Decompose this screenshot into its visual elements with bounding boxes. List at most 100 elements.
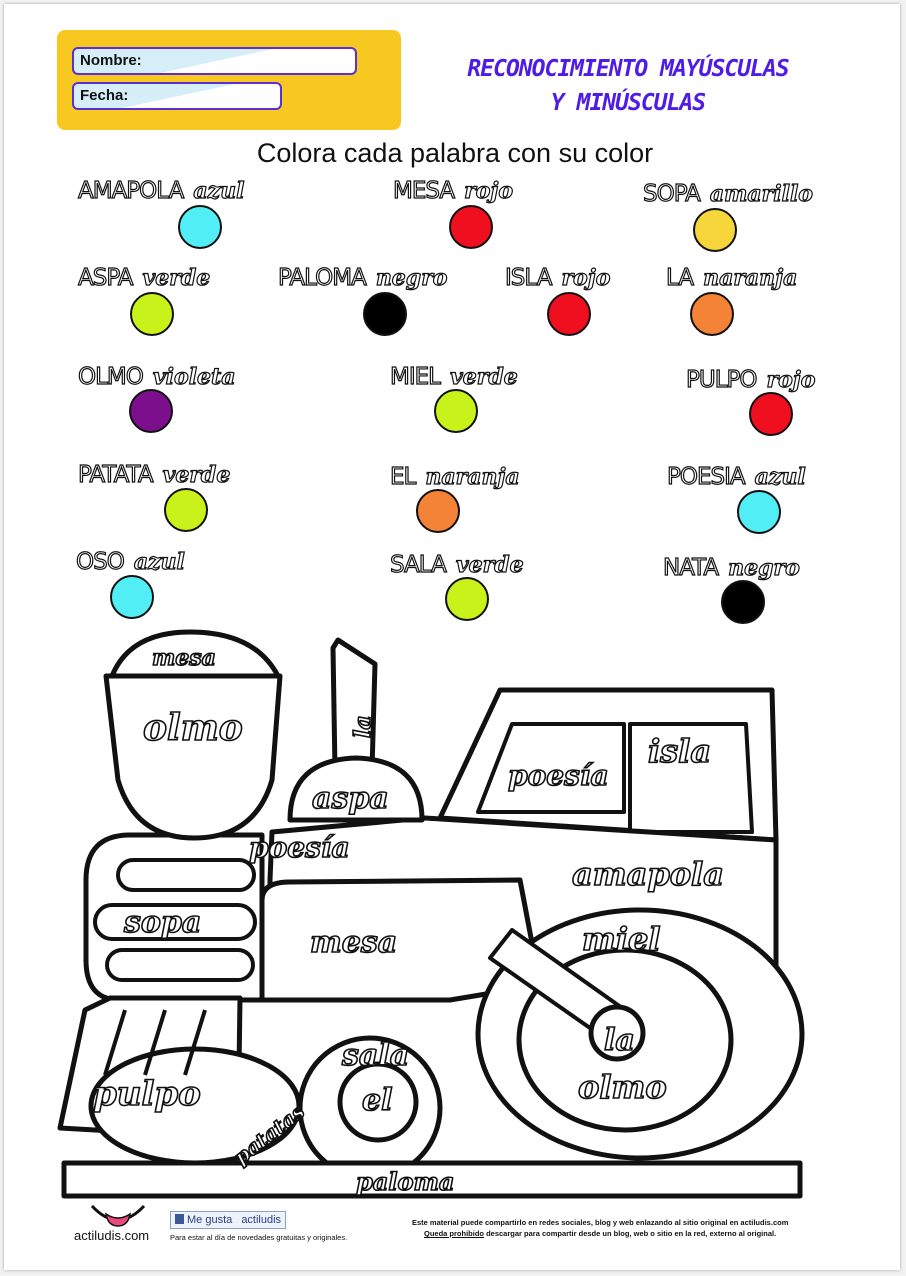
legend-item-olmo: OLMO violeta (77, 363, 236, 390)
slot-region (105, 948, 255, 982)
tractor-word-mesa-body: mesa (310, 925, 397, 960)
legend-color-name: azul (754, 463, 806, 490)
color-dot-verde (434, 389, 478, 433)
legend-item-miel: MIEL verde (389, 363, 518, 390)
legend-color-name: negro (375, 264, 448, 291)
facebook-icon (175, 1214, 184, 1224)
tractor-word-pulpo: pulpo (93, 1074, 201, 1114)
color-dot-rojo (547, 292, 591, 336)
tractor-word-olmo-top: olmo (143, 707, 243, 749)
legend-word: NATA (662, 554, 719, 581)
prohibition-emphasis: Queda prohibido (424, 1229, 484, 1238)
color-dot-naranja (690, 292, 734, 336)
tractor-word-la-chimney: la (350, 715, 376, 738)
chimney-region (330, 637, 378, 773)
tank-cap-region (109, 629, 281, 679)
tank-region (103, 673, 283, 841)
legend-item-patata: PATATA verde (77, 461, 231, 488)
actiludis-logo-icon (90, 1204, 146, 1227)
legend-item-paloma: PALOMA negro (277, 264, 448, 291)
color-dot-violeta (129, 389, 173, 433)
legend-item-nata: NATA negro (662, 554, 801, 581)
legend-color-name: negro (728, 554, 801, 581)
legend-word: MESA (392, 177, 455, 204)
color-dot-rojo (449, 205, 493, 249)
cabin-door-region (628, 722, 754, 834)
legend-word: EL (389, 463, 417, 490)
legend-word: ISLA (504, 264, 553, 291)
name-label: Nombre: (80, 52, 142, 69)
color-dot-verde (164, 488, 208, 532)
mid-hub-region (337, 1061, 419, 1143)
legend-word: PULPO (685, 366, 758, 393)
slot-region (116, 858, 256, 892)
legend-word: MIEL (389, 363, 441, 390)
like-page: actiludis (241, 1214, 282, 1226)
legend-word: PATATA (77, 461, 154, 488)
title-line-2: Y MINÚSCULAS (550, 90, 706, 116)
weight-stripe (183, 1009, 207, 1076)
legend-color-name: naranja (702, 264, 798, 291)
legend-word: SALA (389, 551, 447, 578)
legend-word: ASPA (77, 264, 134, 291)
legend-color-name: verde (455, 551, 524, 578)
page-title: RECONOCIMIENTO MAYÚSCULAS Y MINÚSCULAS (410, 52, 846, 120)
legend-word: PALOMA (277, 264, 367, 291)
weight-stripe (143, 1009, 167, 1076)
tractor-word-miel: miel (582, 920, 661, 958)
color-dot-negro (721, 580, 765, 624)
axle-cap-region (588, 1004, 646, 1062)
color-dot-verde (130, 292, 174, 336)
name-date-box: Nombre: Fecha: (57, 30, 401, 130)
legend-color-name: azul (133, 548, 185, 575)
legend-word: LA (665, 264, 694, 291)
legend-color-name: naranja (425, 463, 521, 490)
color-dot-azul (110, 575, 154, 619)
color-dot-azul (178, 205, 222, 249)
legend-color-name: violeta (152, 363, 236, 390)
prohibition-notice: Queda prohibido descargar para compartir… (424, 1229, 776, 1238)
base-bar-region (61, 1160, 803, 1199)
dome-region (287, 755, 425, 823)
like-label: Me gusta (187, 1214, 233, 1226)
date-label: Fecha: (80, 87, 129, 104)
tractor-word-mesa-top: mesa (152, 645, 216, 671)
color-dot-naranja (416, 489, 460, 533)
legend-color-name: verde (142, 264, 211, 291)
color-dot-rojo (749, 392, 793, 436)
legend-color-name: azul (193, 177, 245, 204)
weight-stripe (103, 1009, 127, 1076)
legend-item-el: EL naranja (389, 463, 521, 490)
fender-region (259, 877, 543, 1003)
site-name[interactable]: actiludis.com (74, 1228, 150, 1243)
subscribe-text: Para estar al día de novedades gratuitas… (170, 1233, 348, 1242)
legend-word: POESIA (666, 463, 746, 490)
tractor-word-isla: isla (648, 732, 711, 770)
legend-color-name: rojo (766, 366, 816, 393)
legend-color-name: verde (449, 363, 518, 390)
legend-item-pulpo: PULPO rojo (685, 366, 816, 393)
facebook-like-button[interactable]: Me gusta actiludis (170, 1211, 287, 1229)
legend-word: OSO (75, 548, 125, 575)
tractor-word-sopa: sopa (123, 905, 201, 940)
date-field[interactable]: Fecha: (72, 82, 282, 110)
tractor-word-amapola: amapola (572, 855, 724, 893)
color-dot-negro (363, 292, 407, 336)
instruction-text: Colora cada palabra con su color (256, 138, 654, 168)
tractor-word-poesia-body: poesía (249, 831, 350, 864)
legend-color-name: verde (162, 461, 231, 488)
color-dot-amarillo (693, 208, 737, 252)
legend-word: OLMO (77, 363, 144, 390)
tractor-word-el: el (362, 1083, 392, 1118)
color-dot-verde (445, 577, 489, 621)
tractor-word-sala: sala (341, 1038, 409, 1073)
legend-item-poesia: POESIA azul (666, 463, 806, 490)
name-field[interactable]: Nombre: (72, 47, 357, 75)
prohibition-rest: descargar para compartir desde un blog, … (484, 1229, 777, 1238)
title-line-1: RECONOCIMIENTO MAYÚSCULAS (467, 56, 789, 82)
